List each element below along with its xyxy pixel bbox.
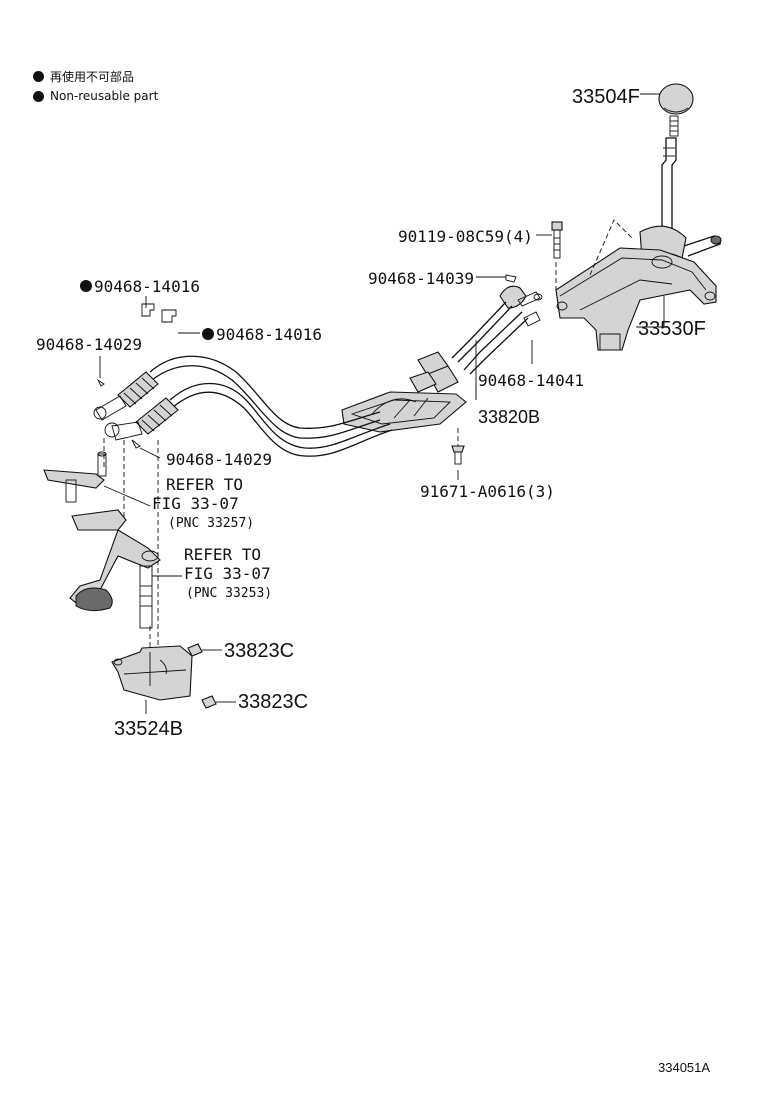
select-lever-part-drawing: [69, 509, 161, 629]
label-pin-upper: 90468-14029: [36, 335, 142, 354]
legend-item-jp: 再使用不可部品: [33, 68, 134, 85]
leader-lines: [99, 93, 665, 714]
shift-knob-drawing: [658, 83, 694, 137]
label-screw: 91671-A0616(3): [420, 482, 555, 501]
label-clip-upper: 90468-14039: [368, 269, 474, 288]
clip-14039-drawing: [505, 274, 517, 283]
bolt-drawing: [551, 221, 563, 259]
cable-ends-drawing: [409, 285, 543, 393]
label-clip-top-right: 90468-14016: [216, 325, 322, 344]
legend-item-en: Non-reusable part: [33, 89, 158, 103]
label-bracket-bolt-lower: 33823C: [238, 691, 308, 713]
ref2-line1: REFER TO: [184, 545, 261, 564]
cable-ends-left-drawing: [93, 303, 179, 449]
label-bracket: 33524B: [114, 718, 183, 740]
label-bolt: 90119-08C59(4): [398, 227, 533, 246]
ref2-line2: FIG 33-07: [184, 564, 271, 583]
ref1-line3: (PNC 33257): [168, 516, 254, 531]
non-reusable-dot-icon: [80, 280, 92, 292]
label-clip-right: 90468-14041: [478, 371, 584, 390]
label-lever-housing: 33530F: [638, 318, 706, 340]
label-cable-assy: 33820B: [478, 407, 540, 427]
legend-text-jp: 再使用不可部品: [50, 70, 135, 84]
label-knob: 33504F: [572, 86, 640, 108]
ref2-line3: (PNC 33253): [186, 586, 272, 601]
shift-cables-drawing: [149, 355, 393, 457]
non-reusable-dot-icon: [202, 328, 214, 340]
label-bracket-bolt-upper: 33823C: [224, 640, 294, 662]
figure-id: 334051A: [658, 1060, 710, 1075]
bracket-drawing: [111, 643, 224, 709]
ref1-line2: FIG 33-07: [152, 494, 239, 513]
legend-text-en: Non-reusable part: [50, 89, 159, 103]
cable-plate-drawing: [341, 391, 467, 446]
shift-lever-housing-drawing: [555, 137, 722, 351]
screw-drawing: [451, 445, 465, 465]
non-reusable-dot-icon: [33, 90, 44, 102]
label-clip-top-left: 90468-14016: [94, 277, 200, 296]
non-reusable-dot-icon: [33, 71, 44, 82]
ref1-line1: REFER TO: [166, 475, 243, 494]
shift-lever-part-drawing: [43, 451, 107, 503]
label-pin-lower: 90468-14029: [166, 450, 272, 469]
